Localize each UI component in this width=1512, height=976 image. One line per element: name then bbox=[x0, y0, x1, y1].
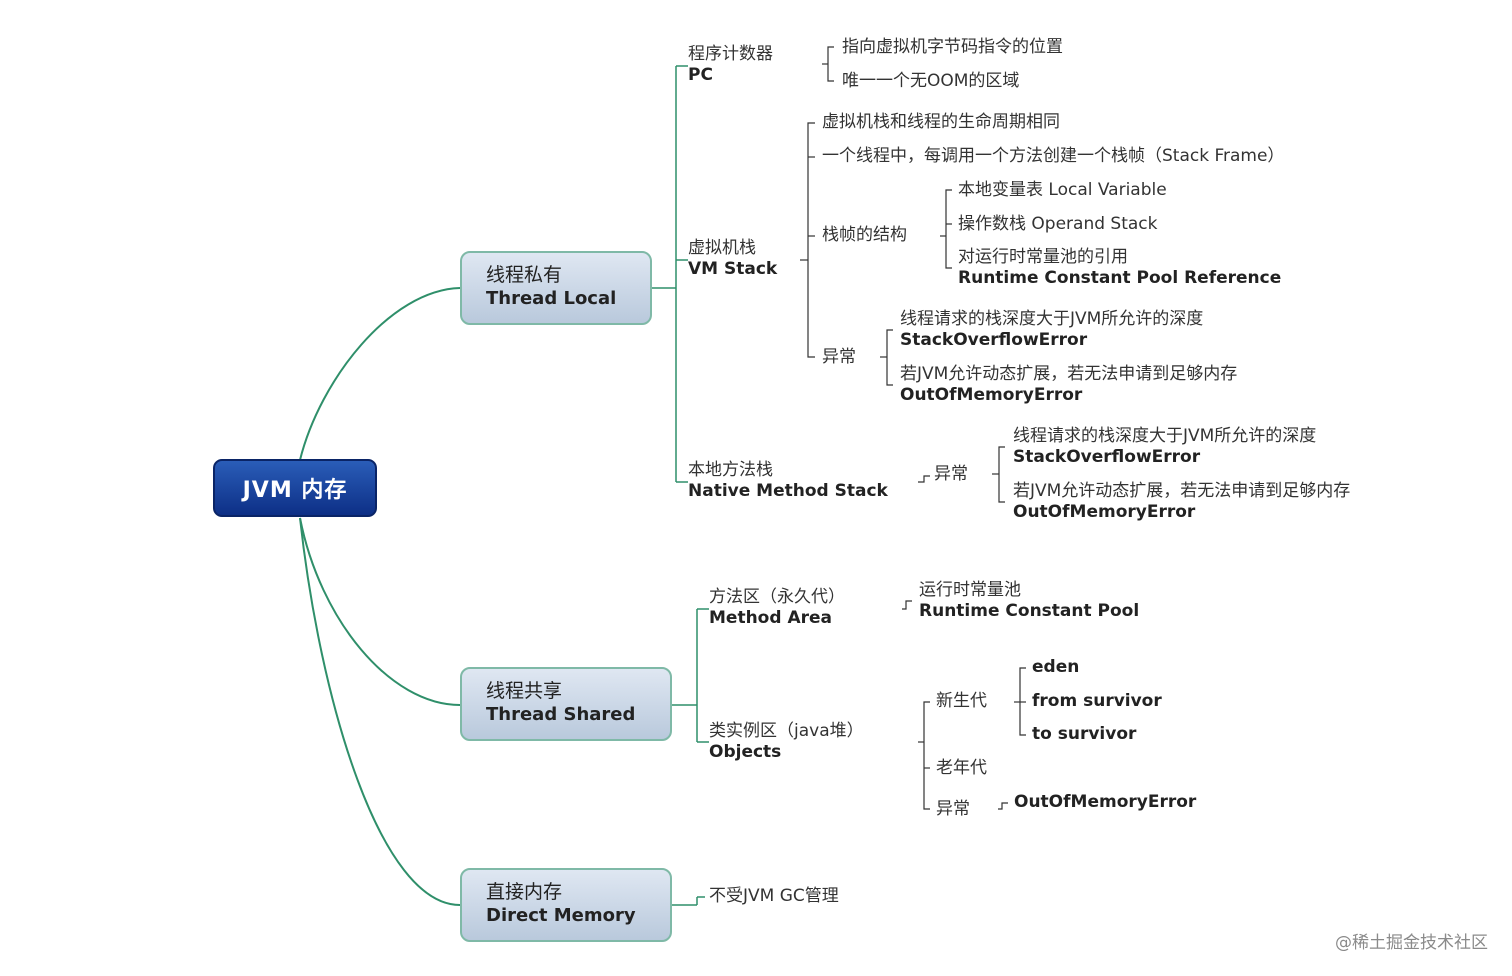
pc-item-2: 唯一一个无OOM的区域 bbox=[842, 71, 1020, 91]
watermark: @稀土掘金技术社区 bbox=[1335, 933, 1488, 953]
vm-so-en: StackOverflowError bbox=[900, 330, 1088, 350]
pool-en: Runtime Constant Pool bbox=[919, 601, 1140, 621]
vm-stack-cn: 虚拟机栈 bbox=[688, 238, 756, 258]
node-objects[interactable]: 类实例区（java堆） Objects bbox=[709, 721, 864, 763]
vm-so-cn: 线程请求的栈深度大于JVM所允许的深度 bbox=[900, 309, 1204, 329]
vm-stack-so-error: 线程请求的栈深度大于JVM所允许的深度 StackOverflowError bbox=[900, 309, 1203, 351]
node-pc[interactable]: 程序计数器 PC bbox=[688, 44, 773, 86]
direct-memory-note: 不受JVM GC管理 bbox=[709, 886, 839, 906]
thread-local-en: Thread Local bbox=[486, 288, 617, 309]
root-node[interactable]: JVM 内存 bbox=[213, 459, 377, 517]
vm-oom-en: OutOfMemoryError bbox=[900, 385, 1083, 405]
vm-stack-exception[interactable]: 异常 bbox=[822, 347, 856, 367]
node-native-method-stack[interactable]: 本地方法栈 Native Method Stack bbox=[688, 460, 888, 502]
vm-stack-item-1: 虚拟机栈和线程的生命周期相同 bbox=[822, 112, 1060, 132]
native-oom-error: 若JVM允许动态扩展，若无法申请到足够内存 OutOfMemoryError bbox=[1013, 481, 1350, 523]
old-generation[interactable]: 老年代 bbox=[936, 758, 987, 778]
thread-local-cn: 线程私有 bbox=[486, 264, 563, 286]
native-cn: 本地方法栈 bbox=[688, 460, 773, 480]
native-oom-en: OutOfMemoryError bbox=[1013, 502, 1196, 522]
objects-cn: 类实例区（java堆） bbox=[709, 721, 864, 741]
frame-item-local-variable: 本地变量表 Local Variable bbox=[958, 180, 1167, 200]
young-item-eden: eden bbox=[1032, 657, 1080, 677]
native-so-cn: 线程请求的栈深度大于JVM所允许的深度 bbox=[1013, 426, 1317, 446]
direct-memory-cn: 直接内存 bbox=[486, 881, 563, 903]
node-method-area[interactable]: 方法区（永久代） Method Area bbox=[709, 587, 845, 629]
vm-stack-en: VM Stack bbox=[688, 259, 778, 279]
frame-item-constant-pool-ref: 对运行时常量池的引用 Runtime Constant Pool Referen… bbox=[958, 247, 1281, 289]
young-generation[interactable]: 新生代 bbox=[936, 691, 987, 711]
young-item-from-survivor: from survivor bbox=[1032, 691, 1162, 711]
pool-cn: 运行时常量池 bbox=[919, 580, 1021, 600]
node-vm-stack[interactable]: 虚拟机栈 VM Stack bbox=[688, 238, 777, 280]
node-thread-local[interactable]: 线程私有 Thread Local bbox=[460, 251, 652, 325]
young-item-to-survivor: to survivor bbox=[1032, 724, 1137, 744]
vm-stack-item-2: 一个线程中，每调用一个方法创建一个栈帧（Stack Frame） bbox=[822, 146, 1285, 166]
method-area-en: Method Area bbox=[709, 608, 832, 628]
pc-en: PC bbox=[688, 65, 713, 85]
node-direct-memory[interactable]: 直接内存 Direct Memory bbox=[460, 868, 672, 942]
pc-cn: 程序计数器 bbox=[688, 44, 773, 64]
native-exception[interactable]: 异常 bbox=[934, 464, 968, 484]
connector-root-direct-memory bbox=[299, 517, 461, 906]
native-en: Native Method Stack bbox=[688, 481, 888, 501]
stack-frame-structure[interactable]: 栈帧的结构 bbox=[822, 225, 907, 245]
objects-en: Objects bbox=[709, 742, 782, 762]
vm-oom-cn: 若JVM允许动态扩展，若无法申请到足够内存 bbox=[900, 364, 1238, 384]
vm-stack-oom-error: 若JVM允许动态扩展，若无法申请到足够内存 OutOfMemoryError bbox=[900, 364, 1237, 406]
thread-shared-cn: 线程共享 bbox=[486, 680, 563, 702]
native-so-en: StackOverflowError bbox=[1013, 447, 1201, 467]
thread-shared-en: Thread Shared bbox=[486, 704, 636, 725]
frame-ref-cn: 对运行时常量池的引用 bbox=[958, 247, 1128, 267]
method-area-cn: 方法区（永久代） bbox=[709, 587, 845, 607]
connector-root-thread-shared bbox=[299, 517, 461, 706]
runtime-constant-pool: 运行时常量池 Runtime Constant Pool bbox=[919, 580, 1139, 622]
node-thread-shared[interactable]: 线程共享 Thread Shared bbox=[460, 667, 672, 741]
frame-item-operand-stack: 操作数栈 Operand Stack bbox=[958, 214, 1158, 234]
objects-exception[interactable]: 异常 bbox=[936, 799, 970, 819]
native-so-error: 线程请求的栈深度大于JVM所允许的深度 StackOverflowError bbox=[1013, 426, 1316, 468]
objects-oom-error: OutOfMemoryError bbox=[1014, 792, 1197, 812]
native-oom-cn: 若JVM允许动态扩展，若无法申请到足够内存 bbox=[1013, 481, 1351, 501]
connector-root-thread-local bbox=[299, 287, 461, 461]
direct-memory-en: Direct Memory bbox=[486, 905, 636, 926]
frame-ref-en: Runtime Constant Pool Reference bbox=[958, 268, 1282, 288]
pc-item-1: 指向虚拟机字节码指令的位置 bbox=[842, 37, 1063, 57]
